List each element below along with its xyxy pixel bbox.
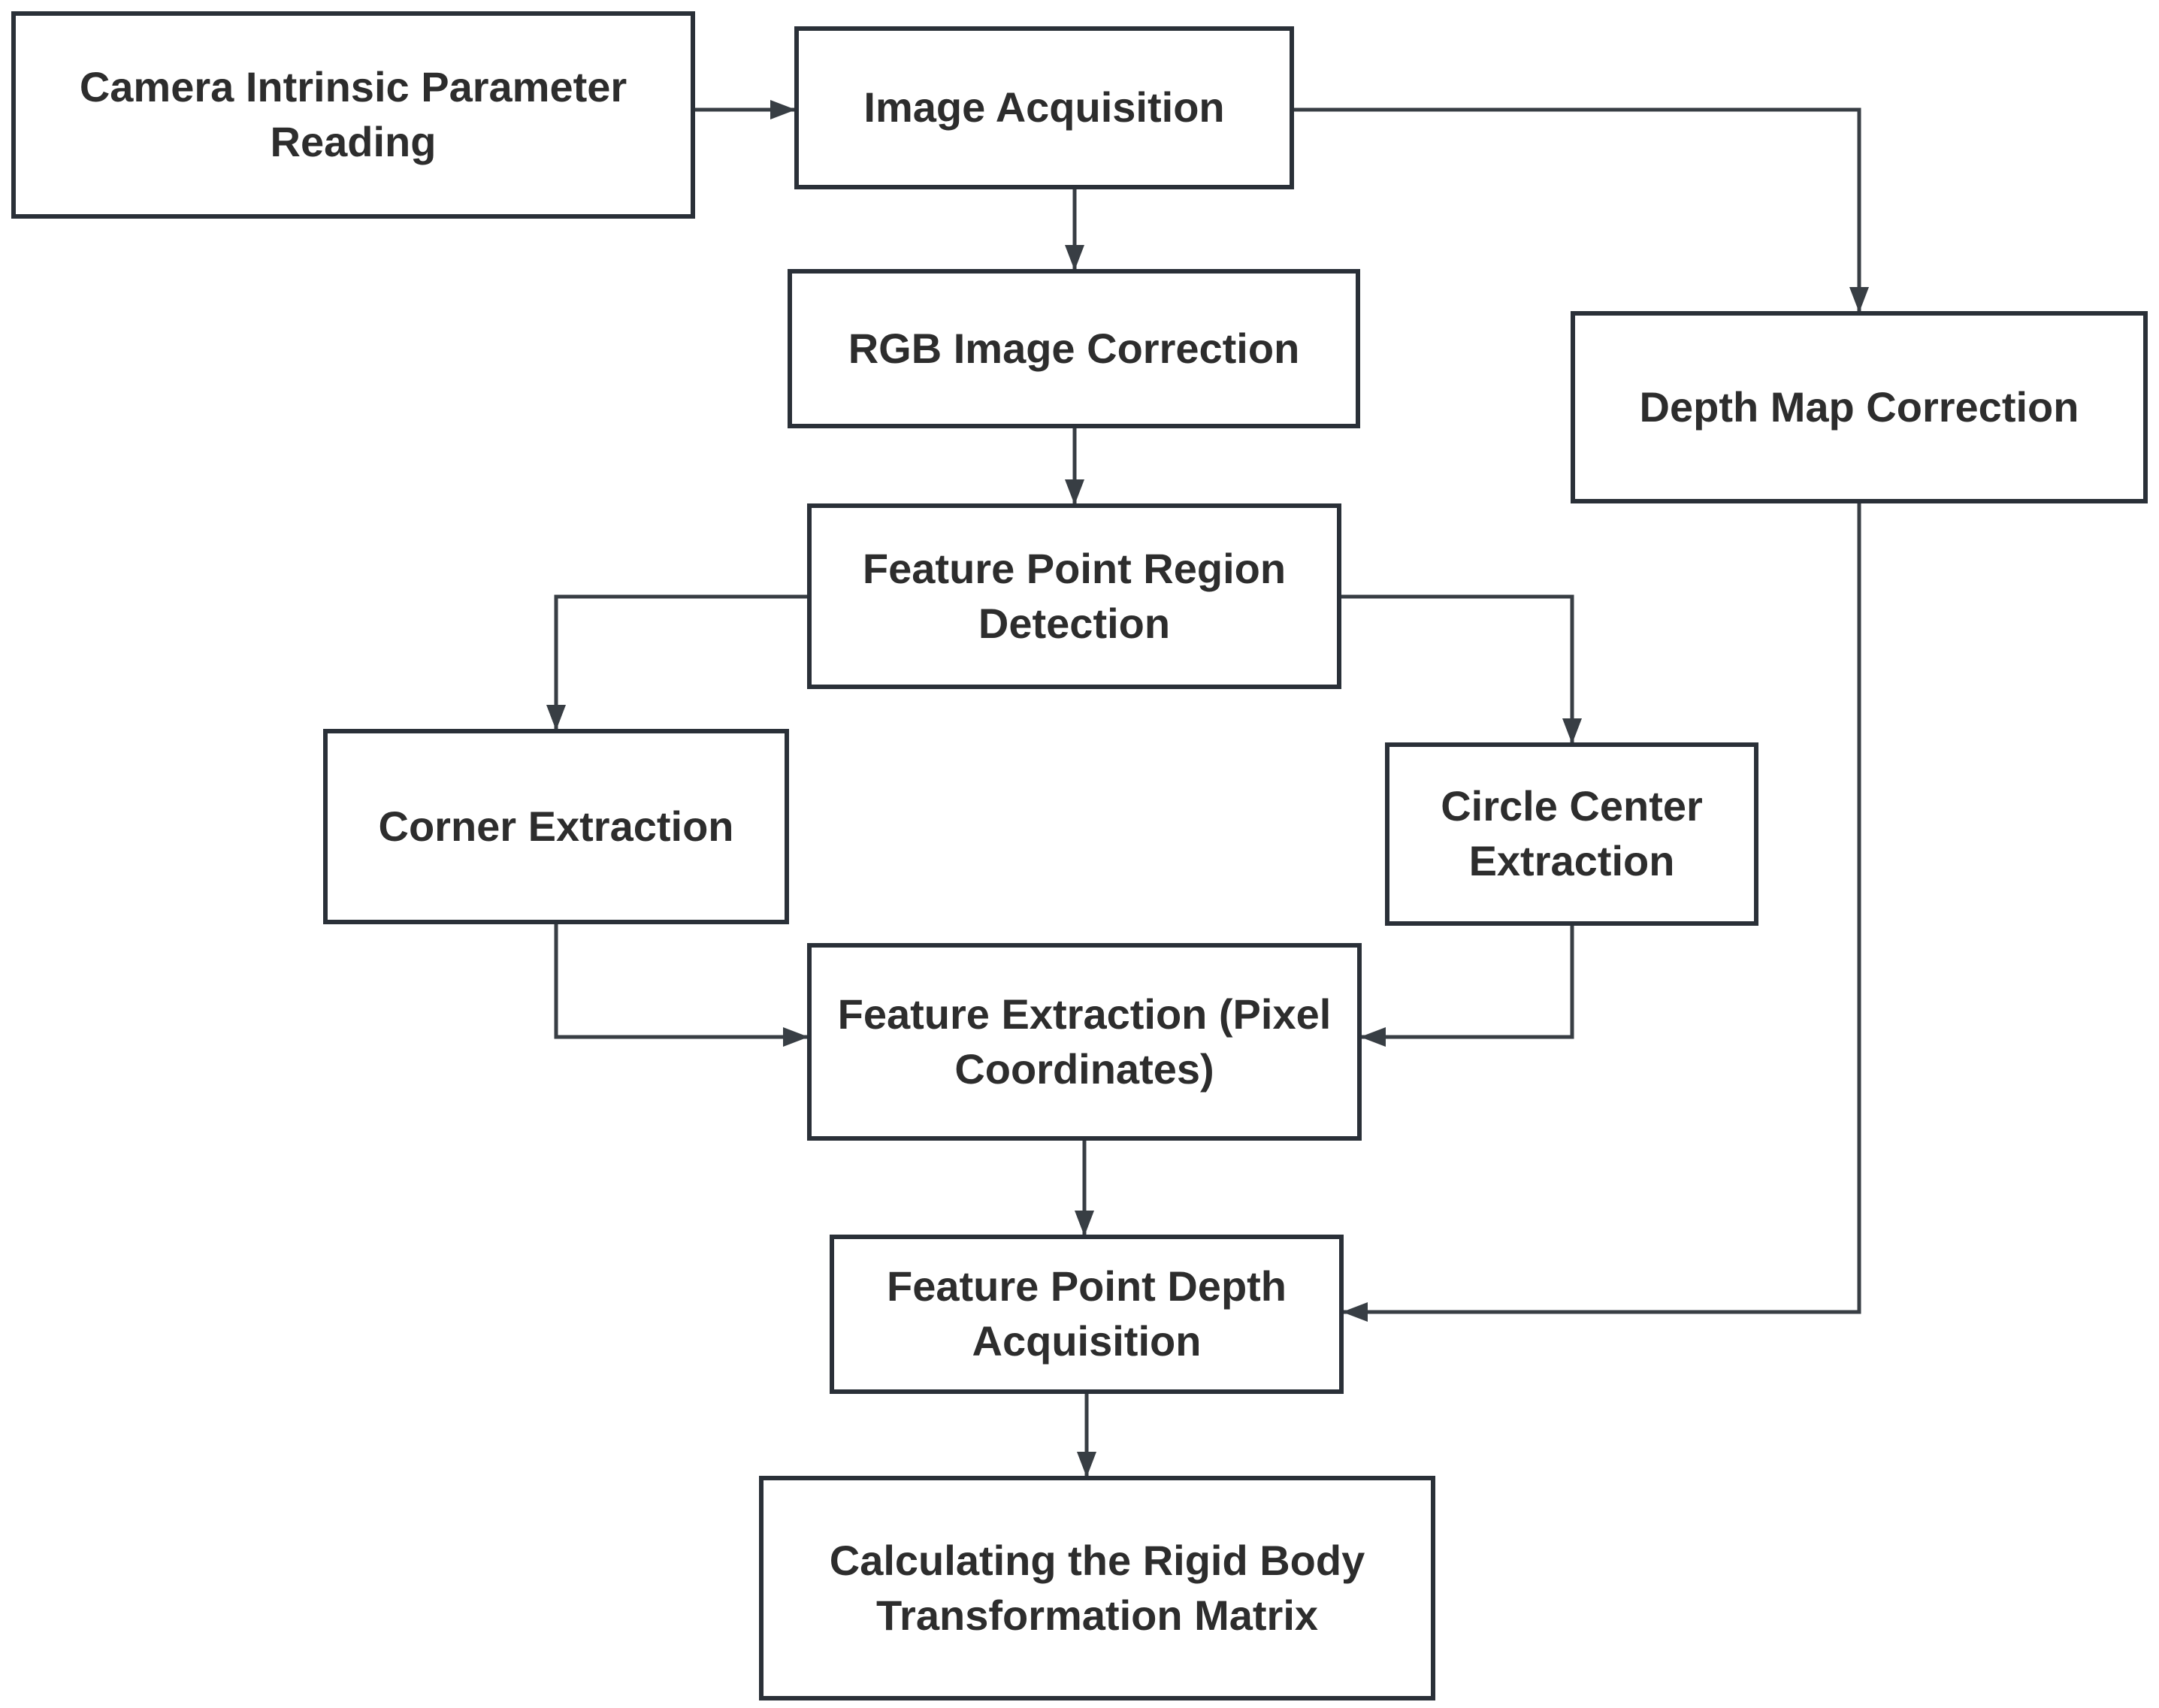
- node-feature-extraction-pixel-coordinates: Feature Extraction (Pixel Coordinates): [807, 943, 1362, 1141]
- edge-feature-point-region-to-circle-center-extraction: [1341, 594, 1582, 744]
- node-circle-center-extraction: Circle Center Extraction: [1385, 742, 1758, 926]
- node-label: RGB Image Correction: [848, 324, 1300, 372]
- node-label: Camera Intrinsic Parameter Reading: [79, 63, 627, 165]
- node-corner-extraction: Corner Extraction: [323, 729, 789, 924]
- node-label: Feature Point Depth Acquisition: [886, 1262, 1287, 1365]
- node-rgb-image-correction: RGB Image Correction: [788, 269, 1360, 428]
- node-camera-intrinsic-parameter-reading: Camera Intrinsic Parameter Reading: [11, 11, 695, 219]
- node-label: Feature Extraction (Pixel Coordinates): [837, 990, 1332, 1093]
- edge-image-acquisition-to-depth-map-correction: [1294, 107, 1869, 313]
- node-label: Circle Center Extraction: [1441, 782, 1703, 884]
- node-feature-point-region-detection: Feature Point Region Detection: [807, 503, 1341, 689]
- node-label: Calculating the Rigid Body Transformatio…: [829, 1536, 1365, 1639]
- node-label: Corner Extraction: [378, 802, 734, 850]
- node-label: Depth Map Correction: [1639, 382, 2079, 431]
- edge-corner-extraction-to-feature-extraction: [554, 924, 809, 1047]
- node-image-acquisition: Image Acquisition: [794, 26, 1294, 189]
- edge-feature-point-region-to-corner-extraction: [546, 594, 807, 730]
- edge-depth-map-correction-to-feature-point-depth: [1342, 503, 1861, 1322]
- node-calculating-rigid-body-transformation-matrix: Calculating the Rigid Body Transformatio…: [759, 1476, 1435, 1700]
- node-label: Feature Point Region Detection: [862, 544, 1287, 647]
- node-depth-map-correction: Depth Map Correction: [1571, 311, 2148, 503]
- node-feature-point-depth-acquisition: Feature Point Depth Acquisition: [830, 1235, 1344, 1394]
- edge-circle-center-extraction-to-feature-extraction: [1360, 926, 1574, 1047]
- node-label: Image Acquisition: [863, 83, 1225, 132]
